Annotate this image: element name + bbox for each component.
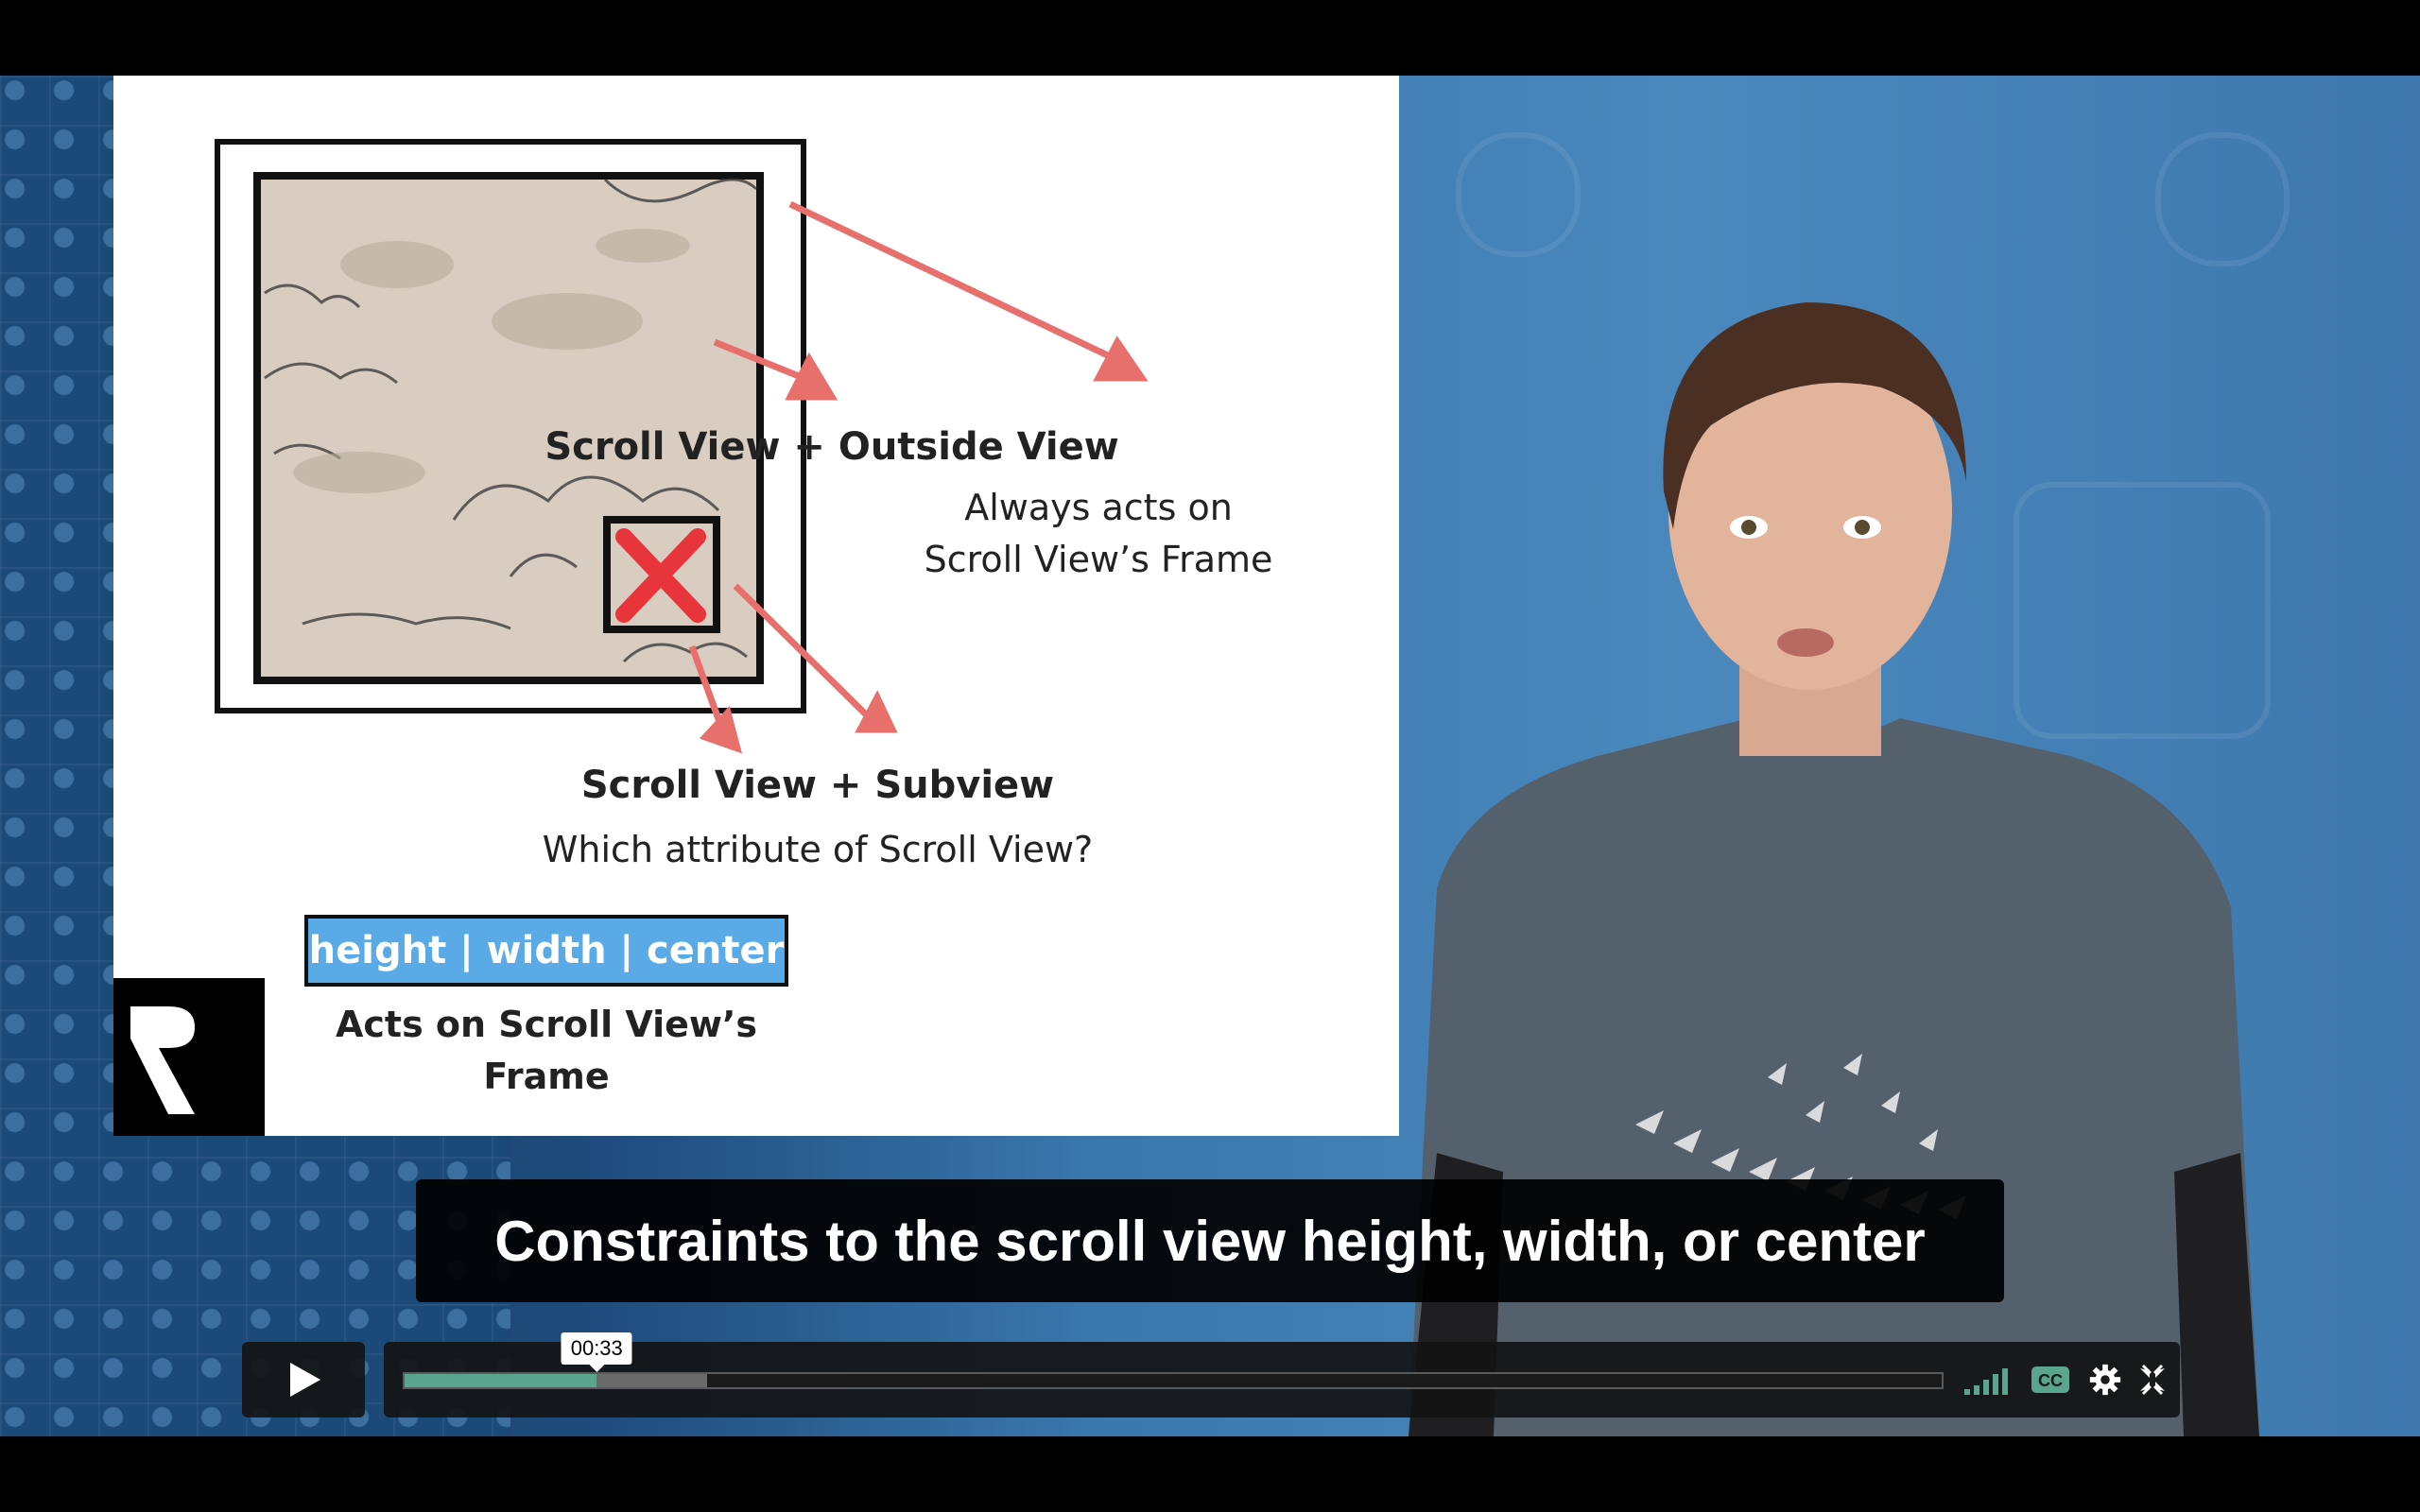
- diagram-arrows: [688, 200, 1149, 754]
- acts-on-frame-line2: Frame: [483, 1056, 610, 1097]
- subview-question: Which attribute of Scroll View?: [542, 829, 1094, 870]
- progress-played: [405, 1374, 597, 1387]
- red-x-mark: [615, 528, 706, 623]
- video-frame[interactable]: Scroll View + Outside View Always acts o…: [0, 76, 2420, 1436]
- background-pattern-icon: [1456, 132, 1581, 257]
- scroll-view-frame: [253, 172, 764, 684]
- attributes-box: height | width | center: [304, 915, 788, 987]
- acts-on-frame-line1: Acts on Scroll View’s: [335, 1004, 758, 1045]
- rw-logo: [113, 978, 265, 1136]
- exit-fullscreen-icon[interactable]: [2138, 1361, 2167, 1399]
- player-control-bar: 00:33 CC: [384, 1332, 2180, 1418]
- svg-text:CC: CC: [2038, 1371, 2063, 1390]
- closed-captions-icon[interactable]: CC: [2031, 1361, 2070, 1399]
- background-pattern-icon: [2155, 132, 2290, 266]
- current-time-tooltip: 00:33: [561, 1332, 632, 1372]
- subview-frame: [603, 516, 720, 633]
- play-icon: [290, 1363, 320, 1397]
- landscape-sketch: [264, 178, 758, 663]
- play-button[interactable]: [242, 1342, 365, 1418]
- texture-blobs: [293, 229, 690, 493]
- outside-view-description-line1: Always acts on: [964, 487, 1233, 528]
- settings-gear-icon[interactable]: [2087, 1361, 2123, 1399]
- volume-bars-icon[interactable]: [1962, 1361, 2010, 1399]
- progress-bar[interactable]: 00:33: [403, 1332, 1944, 1389]
- subtitle-caption: Constraints to the scroll view height, w…: [416, 1179, 2004, 1302]
- subview-heading: Scroll View + Subview: [580, 764, 1055, 807]
- swift-logo-background-icon: [2014, 482, 2271, 739]
- scroll-view-diagram: [215, 139, 1149, 754]
- presentation-slide: Scroll View + Outside View Always acts o…: [113, 76, 1399, 1136]
- outside-view-description-line2: Scroll View’s Frame: [924, 539, 1273, 580]
- outside-view-heading: Scroll View + Outside View: [544, 425, 1119, 469]
